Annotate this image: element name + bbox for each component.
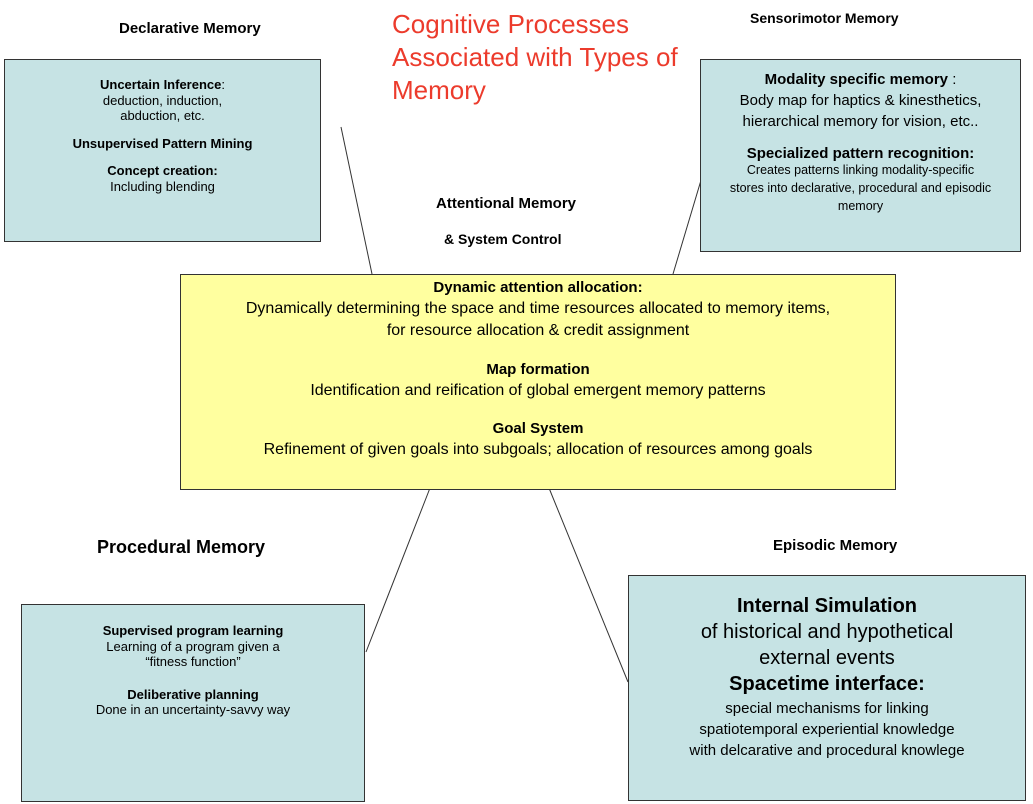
internal-simulation-heading: Internal Simulation xyxy=(736,595,918,617)
spacetime-interface-heading: Spacetime interface: xyxy=(729,673,925,695)
supervised-program-learning-text-2: “fitness function” xyxy=(145,654,241,670)
internal-simulation-text-2: external events xyxy=(759,647,895,669)
concept-creation-heading: Concept creation: xyxy=(107,163,218,179)
episodic-memory-box: Internal Simulation of historical and hy… xyxy=(628,575,1026,801)
internal-simulation-text-1: of historical and hypothetical xyxy=(700,621,954,643)
connector-episodic xyxy=(548,487,629,683)
connector-procedural xyxy=(365,487,431,653)
attention-control-box: Dynamic attention allocation: Dynamicall… xyxy=(180,274,896,490)
modality-specific-memory-text-2: hierarchical memory for vision, etc.. xyxy=(742,113,979,130)
heading-sensorimotor-memory: Sensorimotor Memory xyxy=(750,10,899,26)
spacetime-interface-text-2: spatiotemporal experiential knowledge xyxy=(699,721,955,738)
connector-declarative xyxy=(340,126,373,275)
specialized-pattern-recognition-heading: Specialized pattern recognition: xyxy=(746,145,975,162)
uncertain-inference-heading: Uncertain Inference: xyxy=(100,77,225,92)
specialized-pattern-recognition-text-1: Creates patterns linking modality-specif… xyxy=(746,163,975,177)
modality-specific-memory-text-1: Body map for haptics & kinesthetics, xyxy=(739,92,982,109)
dynamic-attention-allocation-text-1: Dynamically determining the space and ti… xyxy=(245,300,831,317)
procedural-memory-box: Supervised program learning Learning of … xyxy=(21,604,365,802)
heading-declarative-memory: Declarative Memory xyxy=(119,20,261,37)
uncertain-inference-text-1: deduction, induction, xyxy=(102,92,223,108)
supervised-program-learning-text-1: Learning of a program given a xyxy=(106,638,280,654)
deliberative-planning-heading: Deliberative planning xyxy=(127,686,259,702)
specialized-pattern-recognition-text-3: memory xyxy=(837,199,884,213)
dynamic-attention-allocation-heading: Dynamic attention allocation: xyxy=(433,279,643,296)
heading-episodic-memory: Episodic Memory xyxy=(773,537,898,554)
heading-attentional-memory: Attentional Memory xyxy=(436,195,577,212)
deliberative-planning-text: Done in an uncertainty-savvy way xyxy=(95,702,291,718)
spacetime-interface-text-3: with delcarative and procedural knowlege xyxy=(689,742,965,759)
diagram-title: Cognitive Processes Associated with Type… xyxy=(392,9,678,105)
declarative-memory-box: Uncertain Inference: deduction, inductio… xyxy=(4,59,321,242)
specialized-pattern-recognition-text-2: stores into declarative, procedural and … xyxy=(729,181,992,195)
spacetime-interface-text-1: special mechanisms for linking xyxy=(725,700,929,717)
map-formation-heading: Map formation xyxy=(486,361,590,379)
map-formation-text: Identification and reification of global… xyxy=(310,382,766,400)
goal-system-heading: Goal System xyxy=(492,419,584,437)
sensorimotor-memory-box: Modality specific memory : Body map for … xyxy=(700,59,1021,252)
unsupervised-pattern-mining-heading: Unsupervised Pattern Mining xyxy=(72,135,253,151)
heading-system-control: & System Control xyxy=(444,231,562,247)
modality-specific-memory-heading: Modality specific memory : xyxy=(764,71,957,88)
goal-system-text: Refinement of given goals into subgoals;… xyxy=(263,440,813,458)
concept-creation-text: Including blending xyxy=(110,178,215,194)
heading-procedural-memory: Procedural Memory xyxy=(97,537,266,557)
dynamic-attention-allocation-text-2: for resource allocation & credit assignm… xyxy=(386,322,690,340)
supervised-program-learning-heading: Supervised program learning xyxy=(102,623,284,638)
uncertain-inference-text-2: abduction, etc. xyxy=(120,108,205,124)
